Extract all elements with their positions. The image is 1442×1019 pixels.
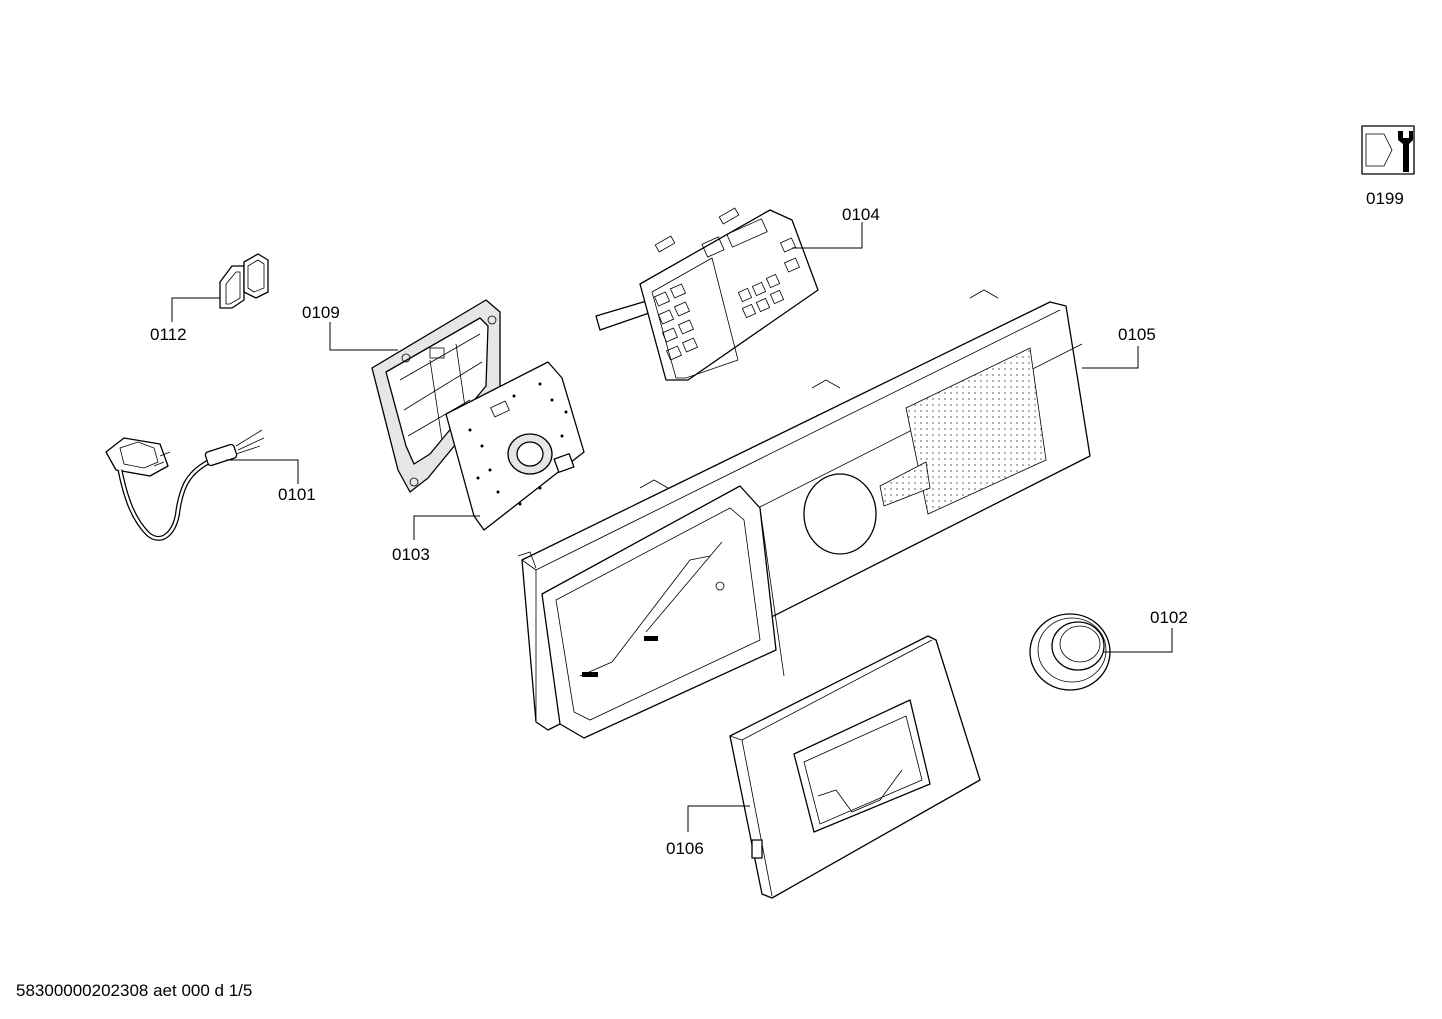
label-0109: 0109 (302, 303, 340, 322)
part-knob-ring-0102 (1029, 613, 1111, 691)
label-0105: 0105 (1118, 325, 1156, 344)
part-mains-cable-0101 (105, 429, 265, 541)
part-drawer-front-0106 (729, 635, 981, 899)
leader-0101 (226, 459, 299, 484)
leader-0106 (687, 805, 750, 832)
leader-0109 (329, 322, 398, 351)
part-module-holder-0109 (371, 299, 501, 493)
leader-0105 (1082, 346, 1139, 369)
part-display-module-0104 (595, 207, 819, 381)
leader-0104 (792, 222, 863, 249)
leader-0103 (413, 515, 480, 540)
label-0101: 0101 (278, 485, 316, 504)
label-0103: 0103 (392, 545, 430, 564)
part-clip-0112 (219, 253, 269, 309)
leader-0102 (1104, 628, 1173, 653)
label-0199: 0199 (1366, 189, 1404, 208)
document-code: 58300000202308 aet 000 d 1/5 (16, 981, 253, 1000)
leader-0112 (171, 297, 220, 322)
part-control-panel-0105 (517, 289, 1091, 739)
label-0106: 0106 (666, 839, 704, 858)
label-0102: 0102 (1150, 608, 1188, 627)
service-wrench-icon (1361, 125, 1415, 175)
part-control-pcb-0103 (445, 361, 585, 531)
label-0112: 0112 (150, 325, 187, 344)
label-0104: 0104 (842, 205, 880, 224)
